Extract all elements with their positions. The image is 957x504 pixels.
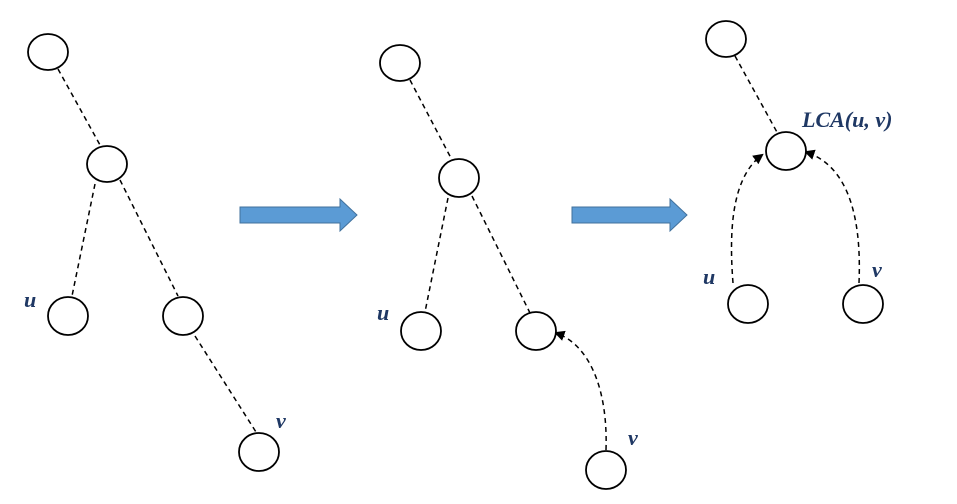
edge-mid-u (424, 197, 449, 313)
tree-node-u (400, 311, 442, 351)
node-label-v: v (276, 408, 286, 433)
tree-node-root (379, 44, 421, 82)
step-arrow-1 (239, 197, 358, 233)
panel-3-lca-found: LCA(u, v) u v (703, 20, 892, 324)
tree-node-u (47, 296, 89, 336)
tree-node-right (162, 296, 204, 336)
panel-2-lift-v: u v (377, 44, 638, 490)
tree-node-v (585, 450, 627, 490)
panel-1-initial-tree: u v (24, 33, 286, 472)
node-label-v: v (872, 257, 882, 282)
edge-root-mid (409, 79, 453, 161)
node-label-u: u (377, 300, 389, 325)
edge-mid-right (471, 195, 531, 314)
tree-node-mid (438, 158, 480, 198)
edge-right-v (194, 335, 257, 433)
node-label-u: u (703, 264, 715, 289)
node-label-v: v (628, 425, 638, 450)
right-block-arrow-icon (239, 197, 358, 233)
edge-mid-u (71, 183, 96, 297)
tree-node-u (727, 284, 769, 324)
tree-node-v (238, 432, 280, 472)
tree-node-mid (86, 145, 128, 183)
right-block-arrow-icon (571, 197, 688, 233)
climb-path-u (730, 153, 764, 284)
climb-path-v (554, 330, 607, 451)
edge-mid-right (119, 179, 179, 297)
edge-root-mid (57, 68, 101, 146)
node-label-u: u (24, 287, 36, 312)
node-label-lca: LCA(u, v) (801, 107, 892, 132)
climb-path-v (804, 149, 861, 284)
tree-node-root (705, 20, 747, 58)
tree-node-lca (765, 131, 807, 171)
edge-root-lca (734, 55, 779, 135)
tree-node-root (27, 33, 69, 71)
tree-node-v (842, 284, 884, 324)
step-arrow-2 (571, 197, 688, 233)
tree-node-right (515, 311, 557, 351)
